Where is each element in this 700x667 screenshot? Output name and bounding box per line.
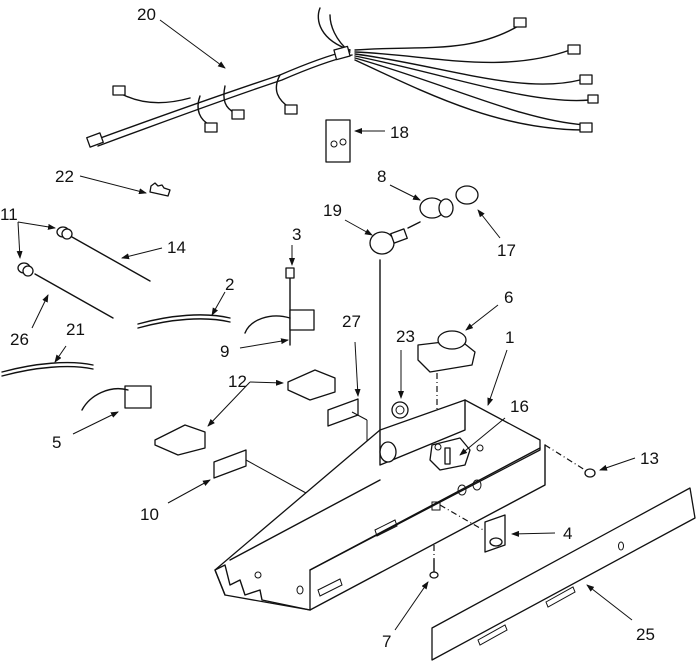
- damper-control-lower: [154, 424, 206, 456]
- callout-25: 25: [636, 625, 655, 644]
- callout-3: 3: [292, 225, 301, 244]
- tubing-2-edge: [137, 318, 231, 329]
- trim-panel: [431, 487, 696, 661]
- callout-2: 2: [225, 275, 234, 294]
- callout-19: 19: [323, 201, 342, 220]
- damper-control-upper: [287, 369, 336, 401]
- callout-14: 14: [167, 238, 186, 257]
- callout-16: 16: [510, 397, 529, 416]
- callout-22: 22: [55, 167, 74, 186]
- callout-27: 27: [342, 312, 361, 331]
- callout-6: 6: [504, 288, 513, 307]
- leader-arrows: [16, 19, 636, 631]
- callout-23: 23: [396, 327, 415, 346]
- callout-12: 12: [228, 372, 247, 391]
- socket-connector: [455, 185, 479, 205]
- nut-upper: [56, 226, 73, 240]
- thermostat-5: [81, 385, 152, 411]
- light-bulb: [369, 221, 421, 255]
- callout-10: 10: [140, 505, 159, 524]
- wire-clip: [149, 182, 171, 197]
- control-housing: [214, 399, 546, 611]
- callout-4: 4: [563, 524, 572, 543]
- callout-1: 1: [505, 328, 514, 347]
- screw-7: [429, 545, 439, 579]
- callout-9: 9: [220, 342, 229, 361]
- mounting-plate: [325, 119, 351, 163]
- tubing-2: [137, 314, 231, 325]
- callout-21: 21: [66, 320, 85, 339]
- callout-13: 13: [640, 449, 659, 468]
- wire-harness: [86, 7, 599, 148]
- callout-17: 17: [497, 241, 516, 260]
- callout-7: 7: [382, 632, 391, 651]
- thermostat-9: [244, 267, 315, 346]
- tubing-21-edge: [1, 365, 94, 377]
- callout-26: 26: [10, 330, 29, 349]
- knob: [391, 401, 409, 419]
- callout-20: 20: [137, 5, 156, 24]
- screw-13: [544, 444, 596, 478]
- nut-lower: [17, 262, 34, 277]
- callout-8: 8: [377, 167, 386, 186]
- callout-5: 5: [52, 433, 61, 452]
- capillary-tube-26: [34, 273, 114, 319]
- callout-11: 11: [0, 205, 18, 224]
- tubing-21: [1, 361, 94, 373]
- callout-labels: 20 18 22 8 19 17 11 14 3 2 26 21 9 27 23…: [0, 5, 659, 651]
- light-socket: [419, 197, 454, 219]
- defrost-timer: [417, 330, 476, 373]
- light-switch: [439, 504, 506, 553]
- capillary-tube-14: [71, 236, 151, 282]
- callout-18: 18: [390, 123, 409, 142]
